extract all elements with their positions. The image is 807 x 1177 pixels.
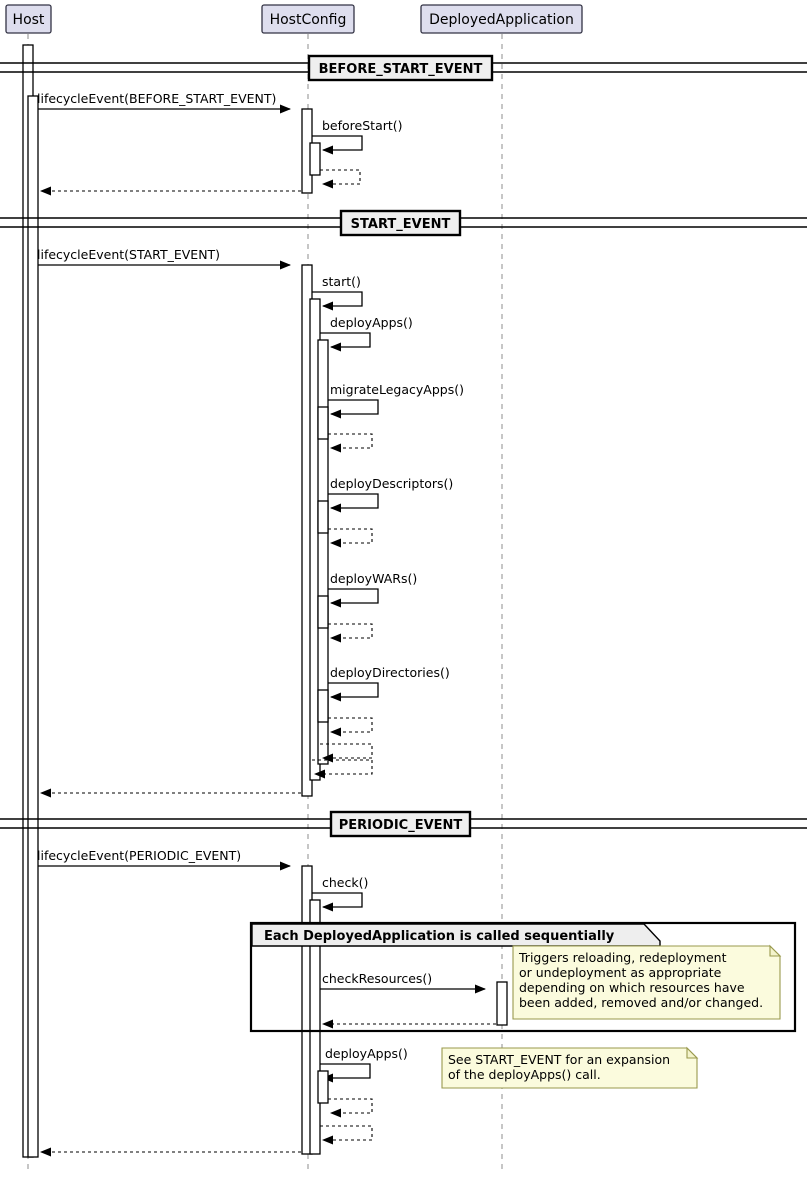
message-deployapps-self-label: deployApps() xyxy=(330,315,413,330)
message-lifecycle-periodic: lifecycleEvent(PERIODIC_EVENT) xyxy=(37,848,291,871)
message-checkresources-label: checkResources() xyxy=(322,971,432,986)
message-deploydirectories-self-label: deployDirectories() xyxy=(330,665,450,680)
note-checkresources-line-4: been added, removed and/or changed. xyxy=(519,995,763,1010)
message-before-start-self-return xyxy=(320,169,361,189)
group-loop-deployedapplication: Each DeployedApplication is called seque… xyxy=(249,921,797,1033)
note-checkresources-line-2: or undeployment as appropriate xyxy=(519,965,722,980)
divider-periodic-event-label: PERIODIC_EVENT xyxy=(339,818,463,833)
group-frame-title: Each DeployedApplication is called seque… xyxy=(264,929,615,944)
message-lifecycle-periodic-label: lifecycleEvent(PERIODIC_EVENT) xyxy=(37,848,241,863)
activation-hostconfig-deployapps-periodic xyxy=(317,1070,329,1104)
activation-hostconfig-deploydirectories xyxy=(317,689,329,723)
note-deployapps: See START_EVENT for an expansion of the … xyxy=(441,1046,699,1089)
divider-periodic-event: PERIODIC_EVENT xyxy=(0,810,807,838)
activation-bars-host xyxy=(22,44,39,1158)
activation-deployedapplication xyxy=(496,981,508,1026)
message-deployapps-return xyxy=(320,743,373,763)
participant-hostconfig[interactable]: HostConfig xyxy=(261,4,355,34)
divider-before-start-event-label: BEFORE_START_EVENT xyxy=(319,62,483,77)
message-lifecycle-start: lifecycleEvent(START_EVENT) xyxy=(37,247,291,270)
note-checkresources: Triggers reloading, redeployment or unde… xyxy=(512,944,782,1020)
message-deploydescriptors-return xyxy=(328,528,373,548)
message-deploydirectories-return xyxy=(328,717,373,737)
message-check-self: check() xyxy=(312,875,368,912)
message-deploydescriptors-self-label: deployDescriptors() xyxy=(330,476,453,491)
message-before-start-self-label: beforeStart() xyxy=(322,118,403,133)
message-deployapps-periodic-label: deployApps() xyxy=(325,1046,408,1061)
message-deploywars-return xyxy=(328,623,373,643)
note-checkresources-line-1: Triggers reloading, redeployment xyxy=(518,950,727,965)
participant-host[interactable]: Host xyxy=(5,4,52,34)
message-migratelegacyapps-self-label: migrateLegacyApps() xyxy=(330,382,464,397)
note-deployapps-body xyxy=(441,1047,698,1089)
message-deployapps-periodic-return xyxy=(328,1098,373,1118)
message-deploydirectories-self: deployDirectories() xyxy=(328,665,450,702)
message-start-self-label: start() xyxy=(322,274,361,289)
participant-deployedapplication[interactable]: DeployedApplication xyxy=(420,4,583,34)
message-migratelegacyapps-self: migrateLegacyApps() xyxy=(328,382,464,419)
divider-start-event-label: START_EVENT xyxy=(351,217,451,232)
message-deploywars-self: deployWARs() xyxy=(328,571,417,608)
participant-hostconfig-label: HostConfig xyxy=(270,12,347,28)
divider-start-event: START_EVENT xyxy=(0,209,807,237)
message-deploywars-self-label: deployWARs() xyxy=(330,571,417,586)
note-deployapps-fold xyxy=(686,1046,699,1059)
note-checkresources-body xyxy=(512,945,781,1020)
message-start-return xyxy=(312,759,373,779)
message-check-return xyxy=(320,1125,373,1145)
note-checkresources-line-3: depending on which resources have xyxy=(519,980,745,995)
message-start-self: start() xyxy=(312,274,363,311)
message-checkresources: checkResources() xyxy=(320,971,486,994)
group-frame-box xyxy=(249,921,797,1033)
participant-host-box[interactable] xyxy=(5,4,52,34)
message-migratelegacyapps-return xyxy=(328,433,373,453)
note-deployapps-line-1: See START_EVENT for an expansion xyxy=(448,1052,670,1067)
activation-hostconfig-deploywars xyxy=(317,595,329,629)
group-frame-tab xyxy=(251,923,661,947)
message-lifecycle-before-start: lifecycleEvent(BEFORE_START_EVENT) xyxy=(37,91,291,114)
message-lifecycle-start-label: lifecycleEvent(START_EVENT) xyxy=(37,247,220,262)
note-checkresources-fold xyxy=(769,944,782,957)
divider-before-start-event: BEFORE_START_EVENT xyxy=(0,54,807,82)
activation-hostconfig-deploydescriptors xyxy=(317,500,329,534)
participant-host-label: Host xyxy=(13,12,45,28)
message-deploydescriptors-self: deployDescriptors() xyxy=(328,476,453,513)
message-check-self-label: check() xyxy=(322,875,368,890)
message-before-start-self: beforeStart() xyxy=(312,118,403,155)
note-deployapps-line-2: of the deployApps() call. xyxy=(448,1067,601,1082)
message-lifecycle-before-start-label: lifecycleEvent(BEFORE_START_EVENT) xyxy=(37,91,276,106)
participant-deployedapplication-label: DeployedApplication xyxy=(429,12,574,28)
message-deployapps-periodic-self: deployApps() xyxy=(320,1046,408,1083)
activation-hostconfig-3-l2 xyxy=(309,899,321,1155)
activation-hostconfig-migratelegacyapps xyxy=(317,406,329,440)
participant-deployedapplication-box[interactable] xyxy=(420,4,583,34)
activation-hostconfig-1-nested xyxy=(309,142,321,176)
activation-host-inner xyxy=(27,95,39,1158)
participant-hostconfig-box[interactable] xyxy=(261,4,355,34)
message-deployapps-self: deployApps() xyxy=(320,315,413,352)
activation-hostconfig-2-l3 xyxy=(317,339,329,765)
